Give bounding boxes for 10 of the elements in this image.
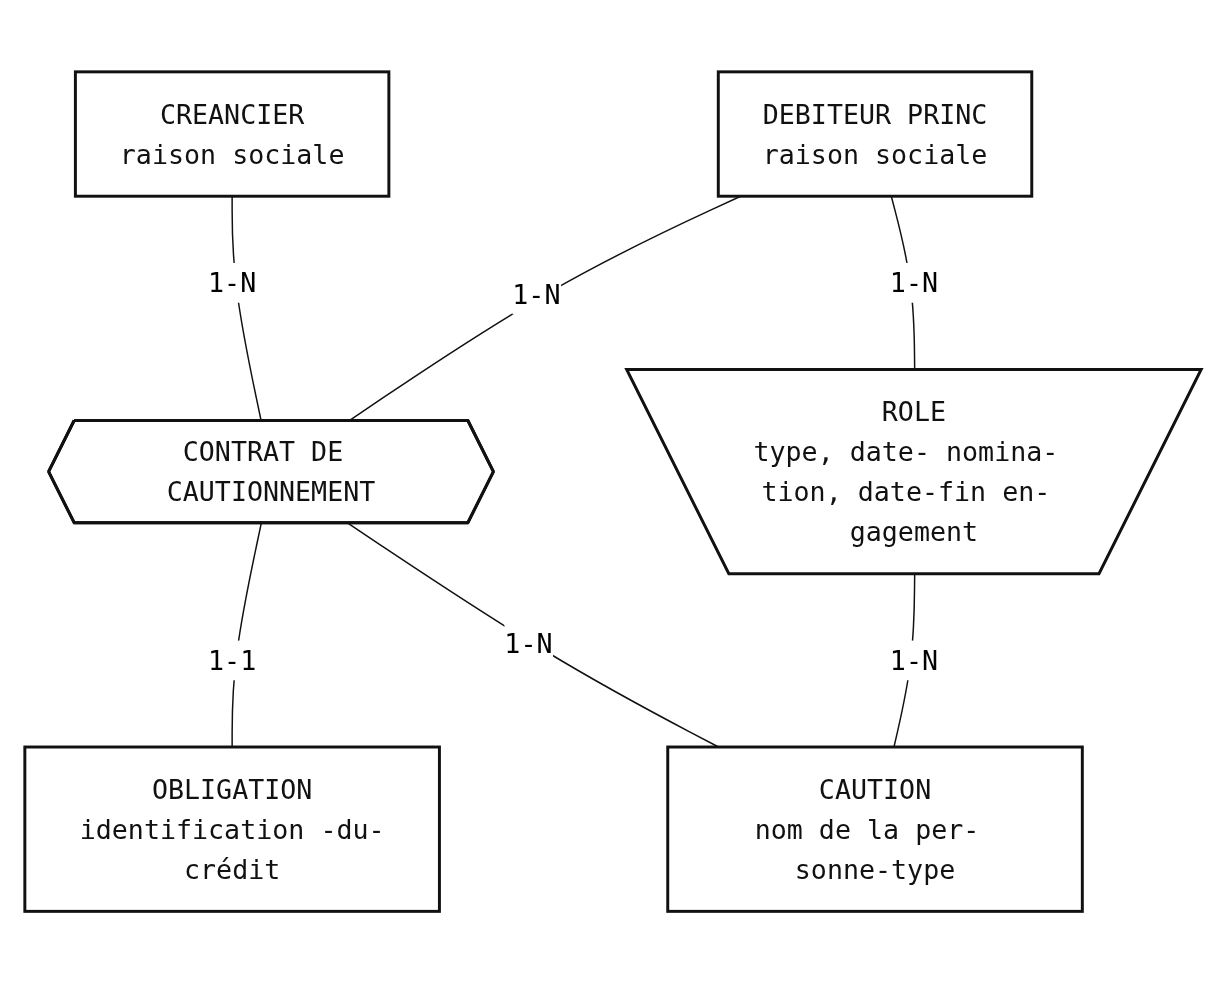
- node-box: CAUTION nom de la per- sonne-type: [666, 745, 1084, 913]
- edge-label: 1-N: [889, 267, 938, 299]
- edge-label: 1-1: [208, 644, 257, 676]
- edge-label: 1-N: [208, 267, 257, 299]
- node-box: OBLIGATION identification -du-crédit: [23, 745, 441, 913]
- node-box: CREANCIER raison sociale: [73, 70, 391, 198]
- node-box: DEBITEUR PRINC raison sociale: [716, 70, 1034, 198]
- edge-label: 1-N: [504, 627, 553, 660]
- edge-label: 1-N: [889, 644, 938, 676]
- edge-label: 1-N: [512, 278, 561, 310]
